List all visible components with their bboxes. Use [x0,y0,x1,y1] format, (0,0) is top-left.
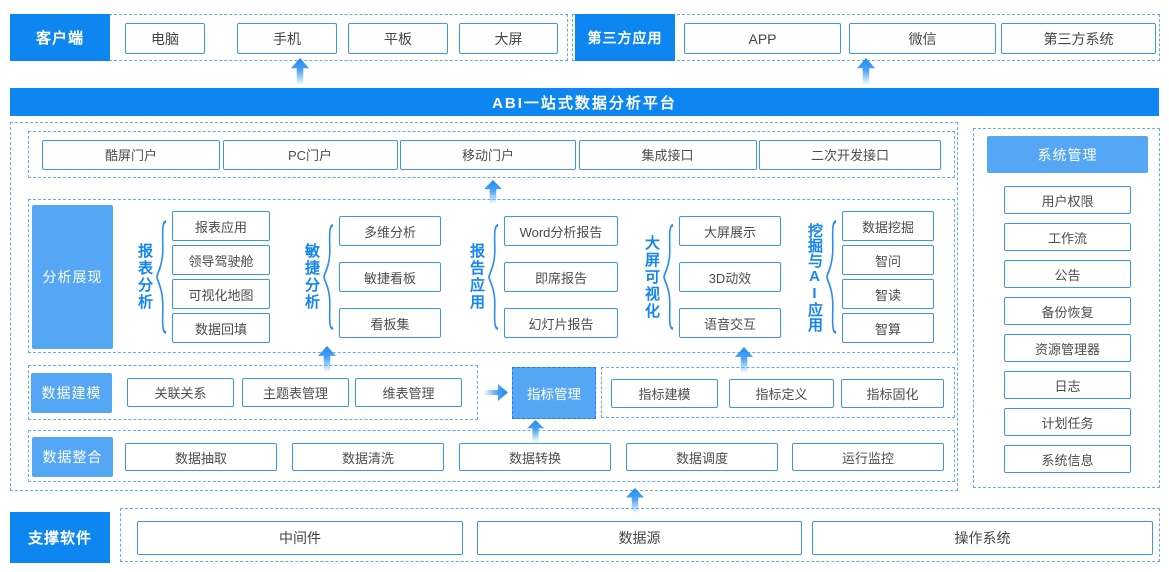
analysis-section-label: 分析展现 [32,205,113,349]
thirdparty-item: APP [684,23,841,54]
system-item: 日志 [1004,371,1131,399]
up-arrow-icon [291,58,309,85]
analysis-item: Word分析报告 [504,216,618,246]
integration-item: 运行监控 [792,443,944,471]
integration-item: 数据调度 [626,443,778,471]
brace-icon [826,220,837,334]
thirdparty-item: 微信 [849,23,996,54]
analysis-item: 报表应用 [172,211,270,241]
analysis-item: 数据回填 [172,313,270,343]
modeling-right-container: 指标建模 指标定义 指标固化 [601,367,955,418]
analysis-item: 智读 [842,279,934,309]
analysis-group-name: 敏捷分析 [303,243,320,311]
thirdparty-item: 第三方系统 [1001,23,1156,54]
right-arrow-icon [484,384,508,401]
client-item: 手机 [237,23,337,54]
analysis-item: 领导驾驶舱 [172,245,270,275]
system-item: 备份恢复 [1004,297,1131,325]
brace-icon [156,220,167,334]
analysis-group: 报告应用 Word分析报告 即席报告 幻灯片报告 [468,200,618,354]
system-item: 用户权限 [1004,186,1131,214]
portal-item: 二次开发接口 [759,139,941,170]
analysis-group: 挖掘与AI应用 数据挖掘 智问 智读 智算 [806,200,934,354]
system-item: 工作流 [1004,223,1131,251]
analysis-group-name: 报表分析 [136,243,153,311]
analysis-item: 看板集 [339,308,441,338]
analysis-group-name: 大屏可视化 [643,234,660,320]
analysis-item: 敏捷看板 [339,262,441,292]
metric-item: 指标固化 [841,379,944,408]
system-item: 系统信息 [1004,445,1131,473]
portal-item: 酷屏门户 [42,139,220,170]
analysis-item: 智算 [842,313,934,343]
analysis-item: 多维分析 [339,216,441,246]
metric-item: 指标建模 [611,379,718,408]
metric-item: 指标定义 [729,379,834,408]
brace-icon [323,223,334,331]
analysis-group: 敏捷分析 多维分析 敏捷看板 看板集 [303,200,441,354]
analysis-group: 报表分析 报表应用 领导驾驶舱 可视化地图 数据回填 [136,200,270,354]
analysis-item: 即席报告 [504,262,618,292]
integration-item: 数据抽取 [125,443,277,471]
portal-item: PC门户 [222,139,398,170]
metric-management-box: 指标管理 [512,367,596,419]
thirdparty-group-container: APP 微信 第三方系统 [572,14,1160,61]
analysis-item: 3D动效 [679,262,781,292]
thirdparty-section-label: 第三方应用 [575,14,675,61]
client-item: 电脑 [125,23,205,54]
analysis-group-name: 报告应用 [468,243,485,311]
analysis-group-name: 挖掘与AI应用 [806,222,823,332]
analysis-item: 大屏展示 [679,216,781,246]
analysis-section-container: 分析展现 报表分析 报表应用 领导驾驶舱 可视化地图 数据回填 敏捷分析 多维分… [28,199,955,353]
analysis-group: 大屏可视化 大屏展示 3D动效 语音交互 [643,200,781,354]
support-row-container: 中间件 数据源 操作系统 [120,508,1160,562]
analysis-item: 数据挖掘 [842,211,934,241]
system-item: 公告 [1004,260,1131,288]
support-item: 操作系统 [812,521,1153,555]
portal-item: 集成接口 [578,139,757,170]
portal-item: 移动门户 [400,139,576,170]
system-section-label: 系统管理 [987,136,1148,173]
analysis-item: 智问 [842,245,934,275]
support-item: 中间件 [137,521,463,555]
analysis-item: 幻灯片报告 [504,308,618,338]
modeling-section-label: 数据建模 [31,373,112,413]
platform-main-container [10,122,958,491]
client-item: 大屏 [459,23,558,54]
modeling-left-container [28,365,478,420]
client-section-label: 客户端 [10,14,110,61]
client-group-container: 电脑 手机 平板 大屏 [94,14,568,61]
platform-banner: ABI一站式数据分析平台 [10,88,1159,116]
brace-icon [663,223,674,331]
support-section-label: 支撑软件 [10,512,110,563]
analysis-item: 语音交互 [679,308,781,338]
analysis-item: 可视化地图 [172,279,270,309]
up-arrow-icon [857,58,875,85]
support-item: 数据源 [477,521,802,555]
client-item: 平板 [348,23,448,54]
integration-row-container: 数据整合 数据抽取 数据清洗 数据转换 数据调度 运行监控 [28,430,955,482]
integration-item: 数据转换 [459,443,611,471]
integration-item: 数据清洗 [292,443,444,471]
system-item: 计划任务 [1004,408,1131,436]
system-column-container: 系统管理 用户权限 工作流 公告 备份恢复 资源管理器 日志 计划任务 系统信息 [973,128,1160,488]
modeling-item: 维表管理 [355,378,462,407]
brace-icon [488,223,499,331]
modeling-item: 主题表管理 [242,378,349,407]
integration-section-label: 数据整合 [32,437,113,477]
modeling-item: 关联关系 [127,378,234,407]
modeling-row: 数据建模 关联关系 主题表管理 维表管理 指标管理 指标建模 指标定义 指标固化 [28,365,955,420]
portal-row-container: 酷屏门户 PC门户 移动门户 集成接口 二次开发接口 [28,131,955,178]
system-item: 资源管理器 [1004,334,1131,362]
